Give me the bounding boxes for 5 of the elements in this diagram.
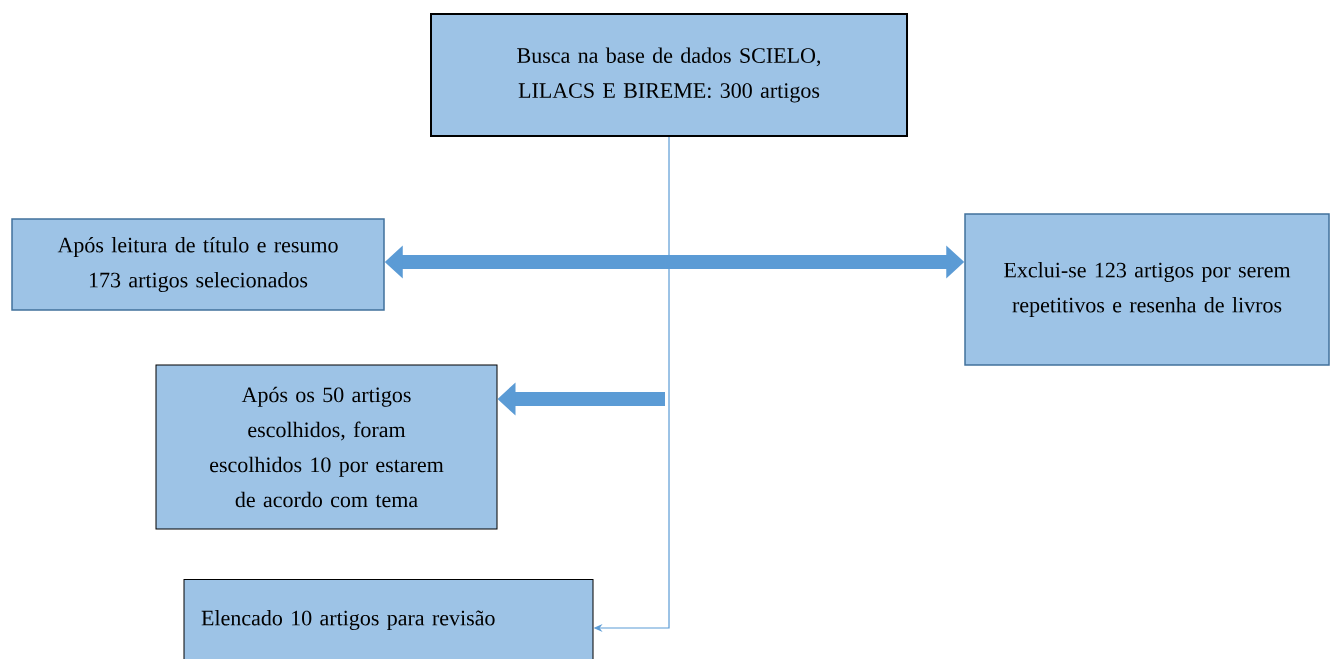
process-box: Exclui-se 123 artigos por serem repetitivos e resenha de livros: [964, 213, 1330, 366]
process-box: Após os 50 artigos escolhidos, foram escolhidos 10 por estarem de acordo com tema: [155, 364, 498, 530]
process-box: Busca na base de dados SCIELO, LILACS E BIREME: 300 artigos: [430, 13, 908, 137]
process-box: Após leitura de título e resumo 173 artigos selecionados: [11, 218, 385, 311]
process-box: Elencado 10 artigos para revisão: [183, 579, 594, 659]
